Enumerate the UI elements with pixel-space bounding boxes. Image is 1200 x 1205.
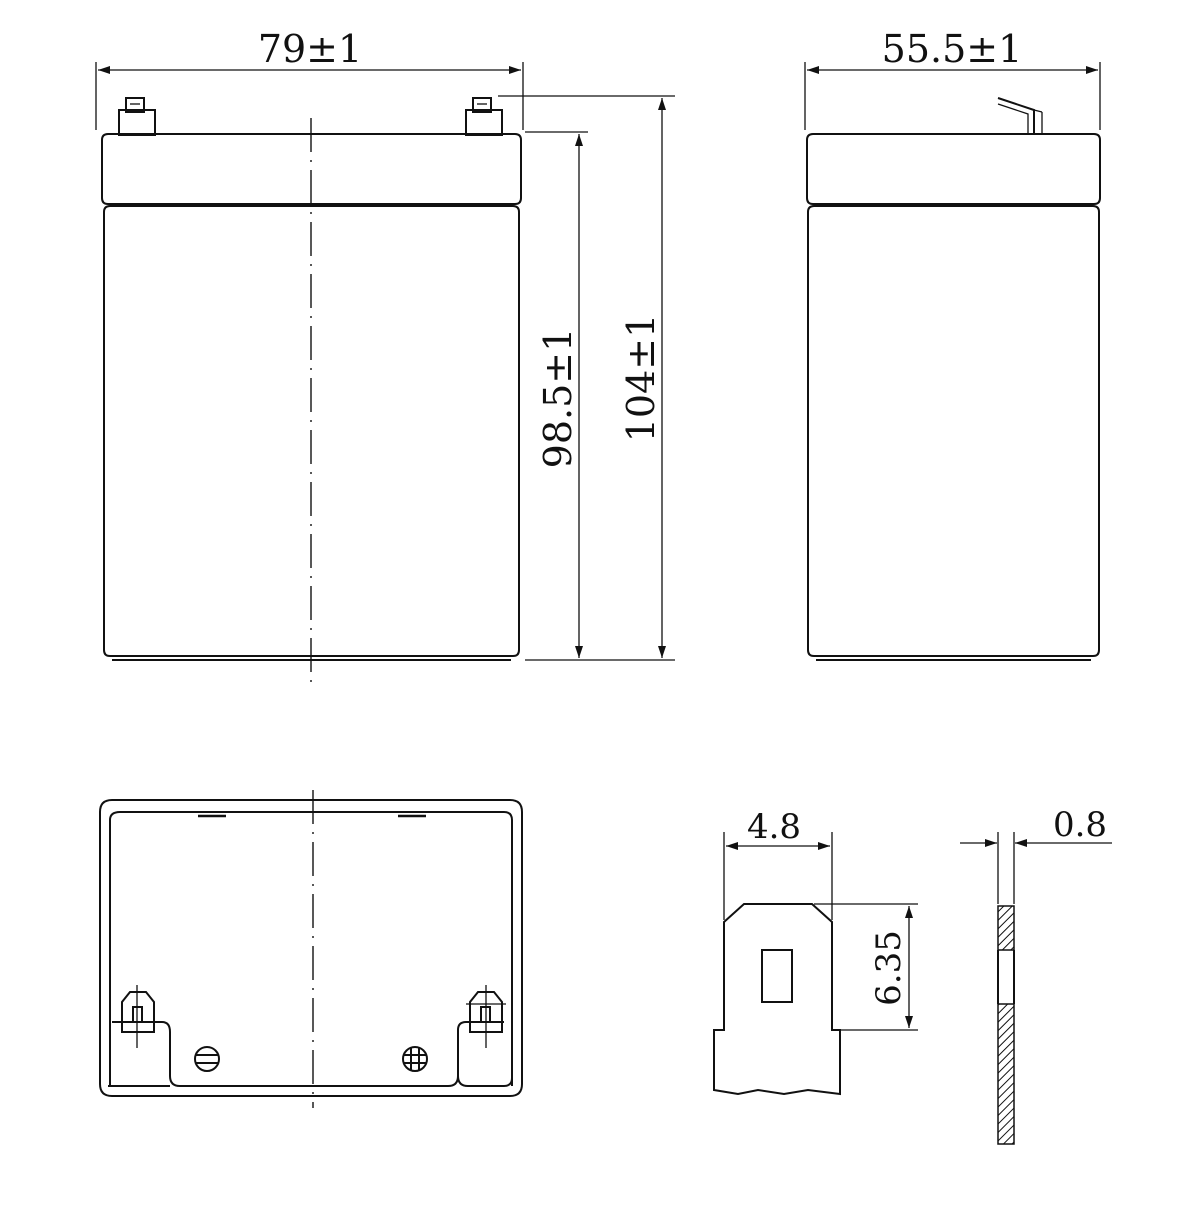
terminal-hole: [761, 949, 793, 1003]
top-outline-inner: [109, 811, 513, 1087]
side-width-label: 55.5±1: [882, 27, 1023, 71]
front-terminal-right: [465, 97, 503, 136]
section-hatch-lower: [997, 1003, 1015, 1145]
terminal-width-label: 4.8: [747, 807, 801, 847]
top-terminal-left: [121, 985, 155, 1048]
top-view: [99, 790, 523, 1108]
front-terminal-left: [118, 97, 156, 136]
terminal-section-view: 0.8: [960, 805, 1112, 1145]
terminal-height-dimension: 6.35: [814, 903, 918, 1031]
terminal-detail-view: 4.8 6.35: [713, 807, 918, 1096]
top-outline-outer: [99, 799, 523, 1097]
side-lid: [806, 133, 1101, 205]
negative-polarity-mark: [194, 1046, 220, 1072]
top-terminal-right: [466, 985, 506, 1048]
terminal-thickness-dimension: 0.8: [960, 805, 1112, 904]
total-height-label: 104±1: [619, 314, 663, 443]
side-terminal: [997, 97, 1043, 134]
terminal-thickness-label: 0.8: [1053, 805, 1107, 845]
side-width-dimension: 55.5±1: [804, 27, 1101, 130]
front-view: 79±1 98.5±1 104±1: [95, 27, 675, 684]
container-height-label: 98.5±1: [536, 328, 580, 469]
total-height-dimension: 104±1: [498, 95, 675, 658]
side-body: [807, 205, 1100, 657]
terminal-height-label: 6.35: [869, 930, 909, 1006]
front-width-label: 79±1: [258, 27, 362, 71]
terminal-width-dimension: 4.8: [723, 807, 833, 920]
front-body: [103, 205, 520, 657]
container-height-dimension: 98.5±1: [525, 131, 675, 661]
front-lid: [101, 133, 522, 205]
front-width-dimension: 79±1: [95, 27, 524, 130]
terminal-blade-outline: [713, 903, 841, 1096]
positive-polarity-mark: [402, 1046, 428, 1072]
section-hatch-upper: [997, 905, 1015, 951]
side-view: 55.5±1: [804, 27, 1101, 661]
